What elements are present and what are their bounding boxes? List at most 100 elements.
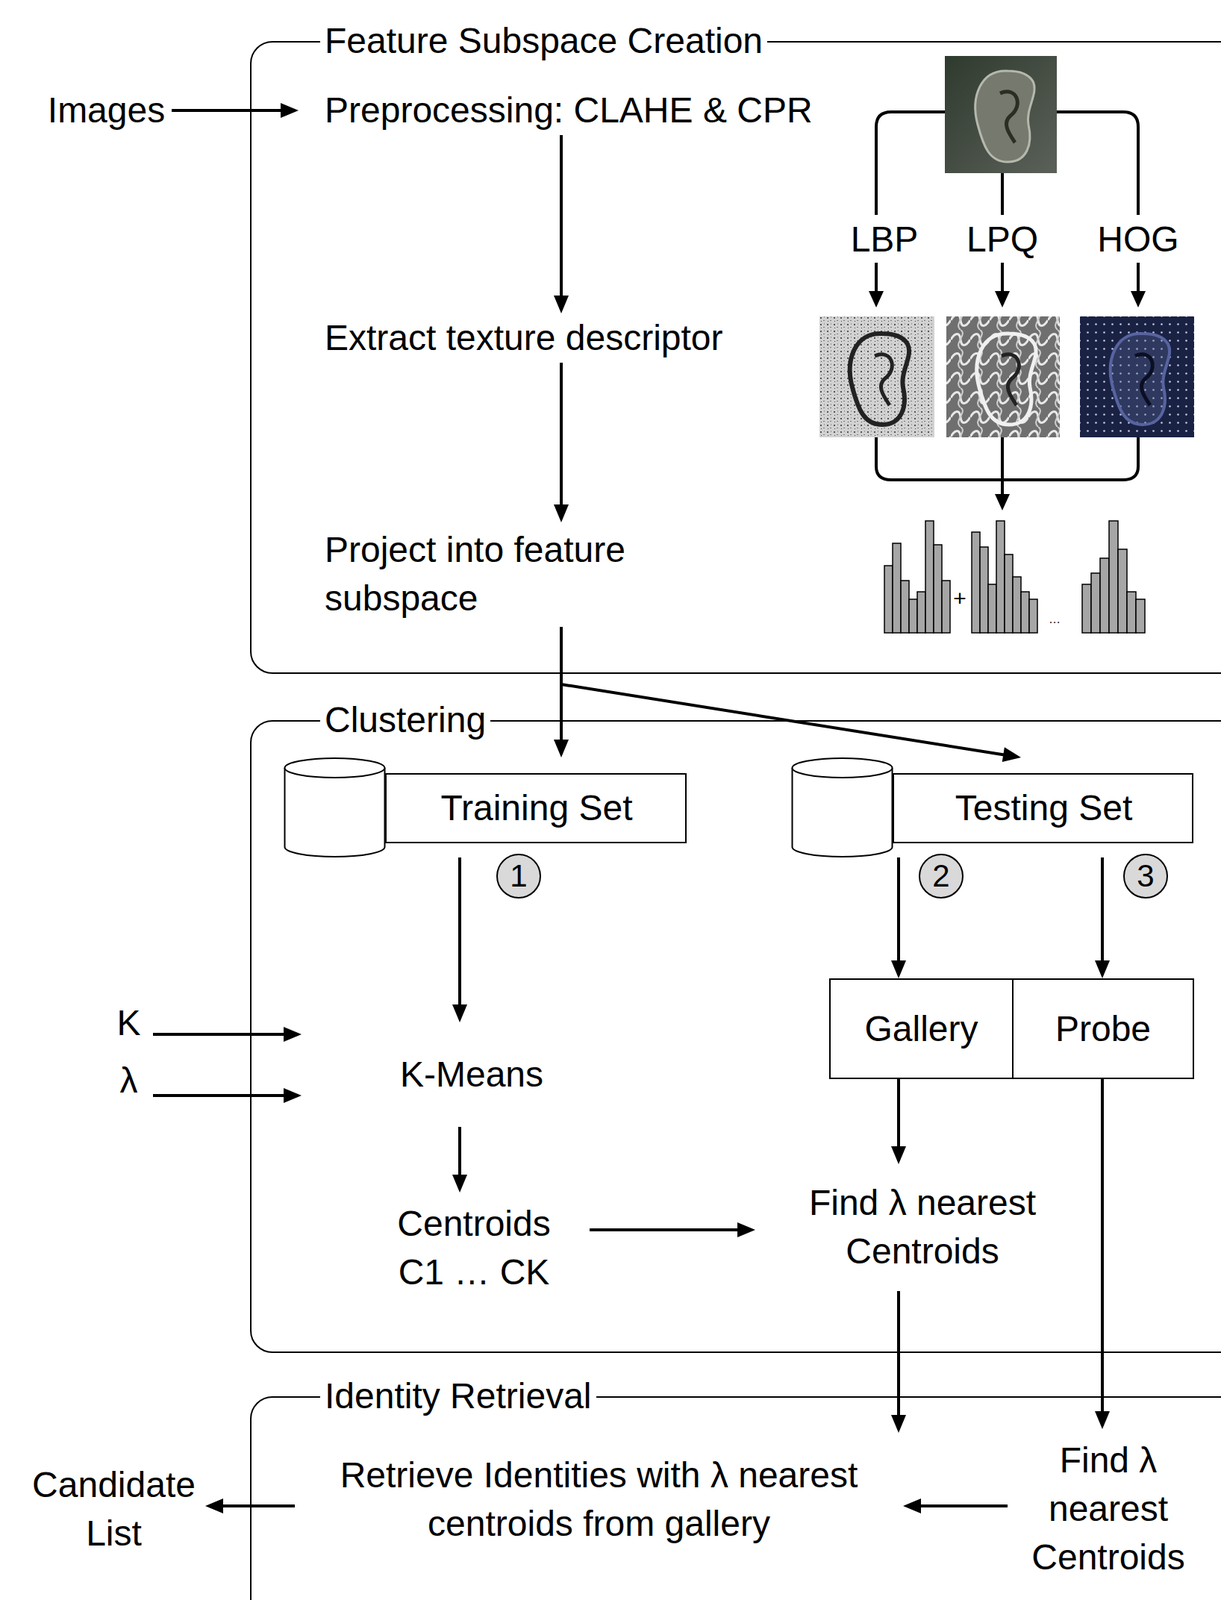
node-label: Gallery (864, 1007, 978, 1051)
connector-line (152, 1094, 289, 1098)
connector-arrow (561, 626, 1021, 763)
arrow-head (553, 295, 569, 314)
arrow-head (452, 1174, 468, 1193)
node-label: Extract texture descriptor (324, 314, 724, 363)
node-label: Preprocessing: CLAHE & CPR (324, 86, 813, 136)
connector-line (897, 1291, 901, 1420)
stage-panel: ClusteringTraining SetTesting SetK-Means… (250, 720, 1221, 1354)
connector-arrow (452, 1126, 468, 1193)
connector-line (589, 1228, 742, 1232)
connector-arrow (891, 857, 907, 979)
parameter-label: λ (104, 1056, 153, 1106)
arrow-head (283, 1088, 302, 1104)
bracket-lines (876, 111, 1139, 504)
connector-arrow (152, 1026, 302, 1042)
arrow-head (1094, 960, 1110, 979)
connector-line (897, 857, 901, 966)
connector-arrow (553, 362, 569, 523)
connector-arrow (589, 1222, 756, 1238)
hog-image (1079, 316, 1195, 438)
connector-arrow (1094, 857, 1110, 979)
node-label: Retrieve Identities with λ nearest centr… (309, 1451, 889, 1549)
arrow-head (1094, 1411, 1110, 1430)
connector-line (458, 1126, 462, 1180)
callout-number: 3 (1123, 853, 1169, 899)
connector-arrow (171, 102, 299, 118)
node-label: K (116, 999, 141, 1048)
process-step: Project into feature subspace (298, 522, 676, 627)
input-label: Images (41, 85, 172, 136)
callout-number: 2 (918, 853, 964, 899)
arrow-head (891, 960, 907, 979)
panel-heading: Clustering (320, 699, 491, 742)
arrow-head (553, 504, 569, 523)
connector-line (458, 857, 462, 1010)
output-label: Candidate List (22, 1455, 206, 1564)
connector-line (1100, 857, 1104, 966)
process-step: Find λ nearest Centroids (1007, 1429, 1210, 1590)
descriptor-label: HOG (1097, 218, 1179, 260)
set-box: Probe (1012, 978, 1195, 1080)
process-step: Retrieve Identities with λ nearest centr… (294, 1432, 904, 1568)
node-label: Centroids C1 … CK (376, 1200, 571, 1298)
panel-heading: Feature Subspace Creation (320, 20, 768, 62)
arrow-head (553, 739, 569, 758)
node-label: Project into feature subspace (324, 526, 668, 624)
descriptor-label: LBP (850, 218, 919, 260)
node-label: λ (120, 1056, 139, 1106)
set-box: Gallery (829, 978, 1014, 1080)
ear-photo (944, 55, 1057, 174)
node-label: Find λ nearest Centroids (1018, 1436, 1198, 1582)
arrow-head (1002, 747, 1021, 763)
parameter-label: K (104, 998, 153, 1048)
connector-line (559, 362, 563, 509)
panel-heading: Identity Retrieval (320, 1375, 597, 1418)
set-label: Testing Set (893, 773, 1195, 843)
connector-line (1100, 1079, 1104, 1416)
stage-panel: Identity RetrievalRetrieve Identities wi… (250, 1396, 1221, 1600)
process-step: K-Means (301, 1022, 642, 1127)
arrow-head (903, 1498, 921, 1514)
node-label: Find λ nearest Centroids (785, 1179, 1060, 1277)
callout-number: 1 (496, 853, 542, 899)
connector-line (218, 1504, 295, 1508)
connector-line (561, 626, 1008, 756)
descriptor-label: LPQ (966, 218, 1039, 260)
connector-line (916, 1504, 1008, 1508)
set-label: Training Set (385, 773, 688, 843)
connector-arrow (891, 1291, 907, 1433)
arrow-head (283, 1026, 302, 1042)
arrow-head (737, 1222, 756, 1238)
lbp-image (819, 316, 935, 438)
node-label: Candidate List (25, 1461, 203, 1559)
node-label: K-Means (400, 1050, 544, 1100)
stage-panel: Feature Subspace CreationPreprocessing: … (250, 41, 1221, 674)
connector-line (152, 1032, 289, 1036)
arrow-head (891, 1146, 907, 1165)
connector-line (171, 108, 286, 112)
plus-sign: + (953, 585, 967, 612)
process-step: Preprocessing: CLAHE & CPR (298, 85, 821, 136)
connector-arrow (891, 1079, 907, 1165)
process-step: Find λ nearest Centroids (755, 1164, 1090, 1292)
arrow-head (205, 1498, 224, 1514)
database: Training Set (283, 757, 688, 858)
connector-arrow (152, 1088, 302, 1104)
process-step: Centroids C1 … CK (358, 1192, 590, 1305)
arrow-head (452, 1004, 468, 1023)
connector-arrow (452, 857, 468, 1023)
ellipsis: … (1048, 612, 1061, 627)
connector-arrow (1094, 1079, 1110, 1430)
node-label: Probe (1055, 1007, 1151, 1051)
connector-arrow (903, 1498, 1008, 1514)
histograms (884, 520, 1145, 633)
connector-arrow (553, 135, 569, 314)
node-label: Images (47, 86, 165, 136)
lpq-image (946, 316, 1060, 438)
connector-line (559, 135, 563, 301)
connector-line (897, 1079, 901, 1151)
database: Testing Set (791, 757, 1195, 858)
arrow-head (891, 1415, 907, 1433)
arrow-head (280, 102, 299, 118)
process-step: Extract texture descriptor (298, 313, 777, 363)
